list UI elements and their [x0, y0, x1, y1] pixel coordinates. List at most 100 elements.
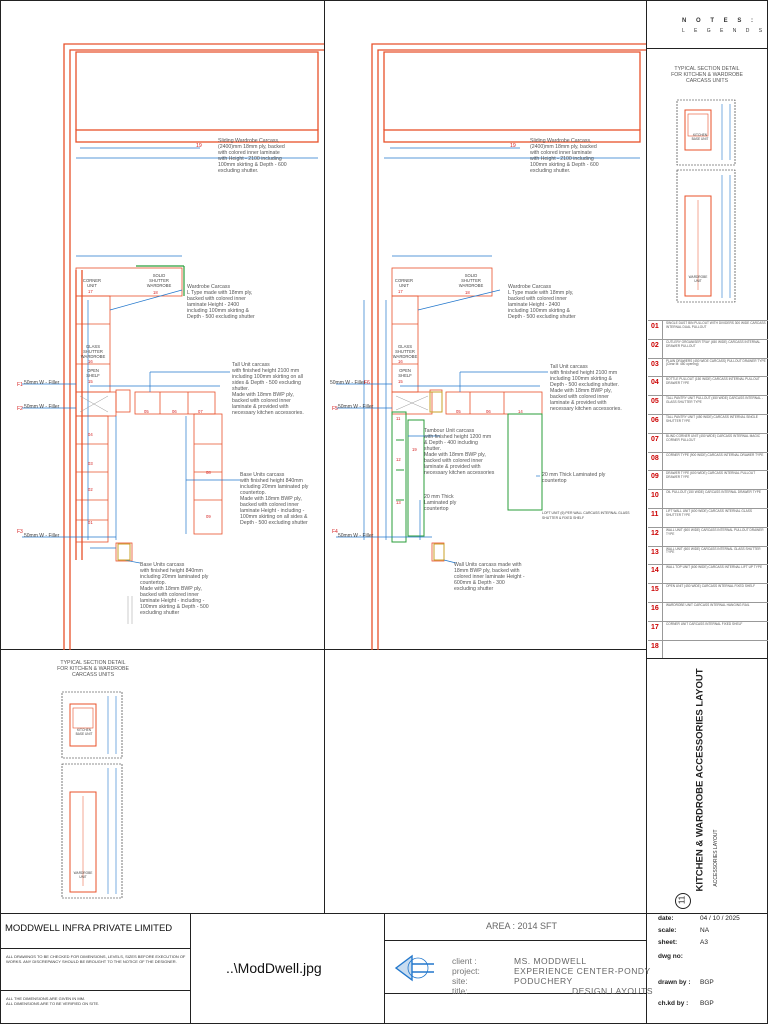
right-open-shelf: OPEN SHELF [398, 368, 412, 378]
tb-v2 [384, 913, 385, 1023]
vertical-subtitle: ACCESSORIES LAYOUT [713, 829, 719, 887]
legend-description: CORNER TYPE (900 WIDE) CARCASS INTERNAL … [666, 452, 764, 457]
legend-description: WALL UNIT (600 WIDE) CARCASS INTERNAL GL… [666, 546, 761, 555]
wardrobe-unit-label-left: WARDROBE UNIT [73, 871, 93, 879]
right-f5: F5 [332, 406, 338, 412]
left-plan-green [136, 265, 185, 296]
legend-row: 05 TALL PANTRY UNIT PULLOUT (450 WIDE) CA… [648, 395, 768, 415]
notes-heading: N O T E S : [682, 18, 758, 24]
divider-vertical-notes [646, 0, 647, 914]
legend-row: 03 PLAIN DRAWERS (450 WIDE CARCASS) PULLO… [648, 357, 768, 378]
left-unit-num-02: 02 [88, 487, 93, 492]
legend-row: 18 [648, 639, 768, 660]
drawn-by-value: BGP [700, 979, 714, 986]
scale-label: scale: [658, 927, 677, 934]
left-plan-walls [63, 43, 324, 650]
right-glass-shutter: GLASS SHUTTER WARDROBE [392, 344, 418, 359]
notes-divider [646, 48, 768, 49]
right-loft-note: LOFT UNIT (6) PER WALL CARCASS INTERNAL … [542, 511, 630, 520]
site-value: PODUCHERY [514, 976, 573, 986]
legend-bottom [646, 658, 768, 659]
legend-number: 08 [651, 454, 659, 462]
right-solid-shutter: SOLID SHUTTER WARDROBE [458, 273, 484, 288]
legend-number: 15 [651, 586, 659, 594]
legend-description: WALL TOP UNIT (600 WIDE) CARCASS INTERNA… [666, 565, 763, 570]
right-unit-num-06: 06 [486, 409, 491, 414]
right-tambour-note: Tambour Unit carcass with finished heigh… [424, 428, 495, 476]
legend-number: 12 [651, 529, 659, 537]
client-value: MS. MODDWELL [514, 956, 587, 966]
right-sliding-num: 19 [510, 143, 516, 149]
left-filler-mid: 50mm W - Filler [24, 404, 60, 410]
checked-by-value: BGP [700, 1000, 714, 1007]
right-solid-num: 18 [465, 290, 470, 295]
section-title-left: TYPICAL SECTION DETAIL FOR KITCHEN & WAR… [57, 660, 129, 678]
legend-description: CORNER UNIT CARCASS INTERNAL FIXED SHELF [666, 621, 743, 626]
right-unit-num-11: 11 [396, 416, 401, 421]
sheet-label: sheet: [658, 939, 678, 946]
legend-description: PLAIN DRAWERS (450 WIDE CARCASS) PULLOUT… [666, 358, 766, 367]
left-unit-num-09: 09 [206, 514, 211, 519]
right-plan-walls [371, 43, 646, 650]
right-filler-mid: 50mm W - Filler [338, 404, 374, 410]
kitchen-base-unit-label-left: KITCHEN BASE UNIT [75, 728, 93, 736]
left-base-note-right: Base Units carcass with finished height … [240, 472, 309, 526]
left-f2: F2 [17, 406, 23, 412]
left-filler-bot: 50mm W - Filler [24, 533, 60, 539]
right-unit-num-19: 19 [412, 447, 417, 452]
right-glass-num: 16 [398, 359, 403, 364]
date-value: 04 / 10 / 2025 [700, 915, 740, 922]
legend-number: 11 [651, 511, 659, 518]
logo-image-placeholder: ..\ModDwell.jpg [226, 960, 322, 976]
legend-number: 10 [651, 492, 659, 500]
general-note: ALL THE DIMENSIONS ARE GIVEN IN MM. ALL … [6, 996, 100, 1006]
title-label: title: [452, 986, 468, 996]
legend-description: SINGLE DUST BIN PULLOUT WITH DIVIDERS 30… [666, 321, 766, 329]
company-name: MODDWELL INFRA PRIVATE LIMITED [5, 923, 173, 934]
legend-number: 03 [651, 360, 659, 368]
sheet-number-circle [675, 893, 691, 909]
left-plan-units [75, 267, 223, 562]
right-unit-num-05: 05 [456, 409, 461, 414]
legend-number: 18 [651, 642, 659, 650]
legend-number-divider [662, 320, 663, 659]
sheet-value: A3 [700, 939, 708, 946]
legend-number: 07 [651, 435, 659, 443]
legend-number: 09 [651, 473, 659, 481]
left-unit-num-05: 05 [144, 409, 149, 414]
date-label: date: [658, 915, 674, 922]
right-countertop-note-b: 20 mm Thick Laminated ply countertop [542, 472, 606, 484]
tb-h4 [384, 993, 646, 994]
left-solid-shutter: SOLID SHUTTER WARDROBE [146, 273, 172, 288]
wardrobe-unit-label-right: WARDROBE UNIT [688, 275, 708, 283]
right-countertop-note-a: 20 mm Thick Laminated ply countertop [424, 494, 457, 512]
checked-by-label: ch.kd by : [658, 1000, 689, 1007]
drawn-by-label: drawn by : [658, 979, 691, 986]
right-corner-num: 17 [398, 289, 403, 294]
right-plan-yellow [429, 391, 445, 561]
left-f3: F3 [17, 529, 23, 535]
project-value: EXPERIENCE CENTER-PONDY [514, 966, 651, 976]
legend-description: BOTTLE PULLOUT (150 WIDE) CARCASS INTERN… [666, 377, 760, 386]
sheet-number: 11 [677, 895, 687, 905]
legend-number: 05 [651, 398, 659, 406]
left-sliding-num: 19 [196, 143, 202, 149]
legend-description: TALL PANTRY UNIT PULLOUT (450 WIDE) CARC… [666, 396, 763, 404]
divider-vertical-center [324, 0, 325, 914]
left-unit-num-06: 06 [172, 409, 177, 414]
right-f4: F4 [332, 529, 338, 535]
legend-description: CUTLERY ORGANISER TRAY (450 WIDE) CARCAS… [666, 339, 761, 348]
left-open-num: 15 [88, 379, 93, 384]
legend-number: 17 [651, 623, 659, 631]
project-label: project: [452, 966, 480, 976]
left-base-note-bottom: Base Units carcass with finished height … [140, 562, 209, 616]
right-plan-green [391, 411, 543, 543]
